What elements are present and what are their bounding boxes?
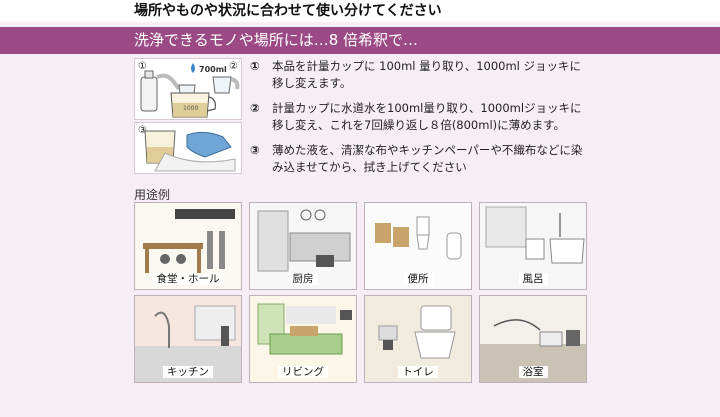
usage-bathroom: 浴室 <box>479 295 587 383</box>
usage-label: 便所 <box>403 273 433 285</box>
usage-kitchen: キッチン <box>134 295 242 383</box>
step3-marker: ③ <box>138 125 147 136</box>
wipe-illustration: ③ <box>134 122 242 174</box>
step-text: 薄めた液を、清潔な布やキッチンペーパーや不織布などに染み込ませてから、拭き上げて… <box>272 143 583 174</box>
usage-dining: 食堂・ホール <box>134 202 242 290</box>
step1-marker: ① <box>138 61 147 72</box>
jug-mark: 1000 <box>183 105 199 112</box>
usage-examples-label: 用途例 <box>134 188 171 202</box>
usage-toilet: トイレ <box>364 295 472 383</box>
pour-illustration: ① ② 700ml 1000 <box>134 58 242 120</box>
step-2: ② 計量カップに水道水を100ml量り取り、1000mlジョッキに移し変え、これ… <box>250 100 590 134</box>
usage-label: 食堂・ホール <box>152 273 224 285</box>
volume-label: 700ml <box>199 65 227 74</box>
usage-label: 厨房 <box>288 273 318 285</box>
section-title: 洗浄できるモノや場所には…8 倍希釈で… <box>134 31 419 49</box>
usage-label: キッチン <box>163 366 213 378</box>
step-3: ③ 薄めた液を、清潔な布やキッチンペーパーや不織布などに染み込ませてから、拭き上… <box>250 142 590 176</box>
instruction-steps: ① 本品を計量カップに 100ml 量り取り、1000ml ジョッキに移し変えま… <box>250 58 590 184</box>
usage-bath: 風呂 <box>479 202 587 290</box>
page-subtitle: 場所やものや状況に合わせて使い分けてください <box>134 3 442 19</box>
content-band <box>0 22 720 417</box>
usage-label: 風呂 <box>518 273 548 285</box>
step-number: ① <box>250 59 260 73</box>
usage-label: トイレ <box>398 366 438 378</box>
step2-marker: ② <box>229 61 238 72</box>
step-number: ② <box>250 101 260 115</box>
usage-label: リビング <box>278 366 328 378</box>
usage-label: 浴室 <box>518 366 548 378</box>
step-number: ③ <box>250 143 260 157</box>
step-text: 本品を計量カップに 100ml 量り取り、1000ml ジョッキに移し変えます。 <box>272 59 582 90</box>
step-1: ① 本品を計量カップに 100ml 量り取り、1000ml ジョッキに移し変えま… <box>250 58 590 92</box>
section-title-bar: 洗浄できるモノや場所には…8 倍希釈で… <box>0 27 720 54</box>
step-text: 計量カップに水道水を100ml量り取り、1000mlジョッキに移し変え、これを7… <box>272 101 582 132</box>
usage-kitchen-pro: 厨房 <box>249 202 357 290</box>
usage-living: リビング <box>249 295 357 383</box>
usage-restroom: 便所 <box>364 202 472 290</box>
